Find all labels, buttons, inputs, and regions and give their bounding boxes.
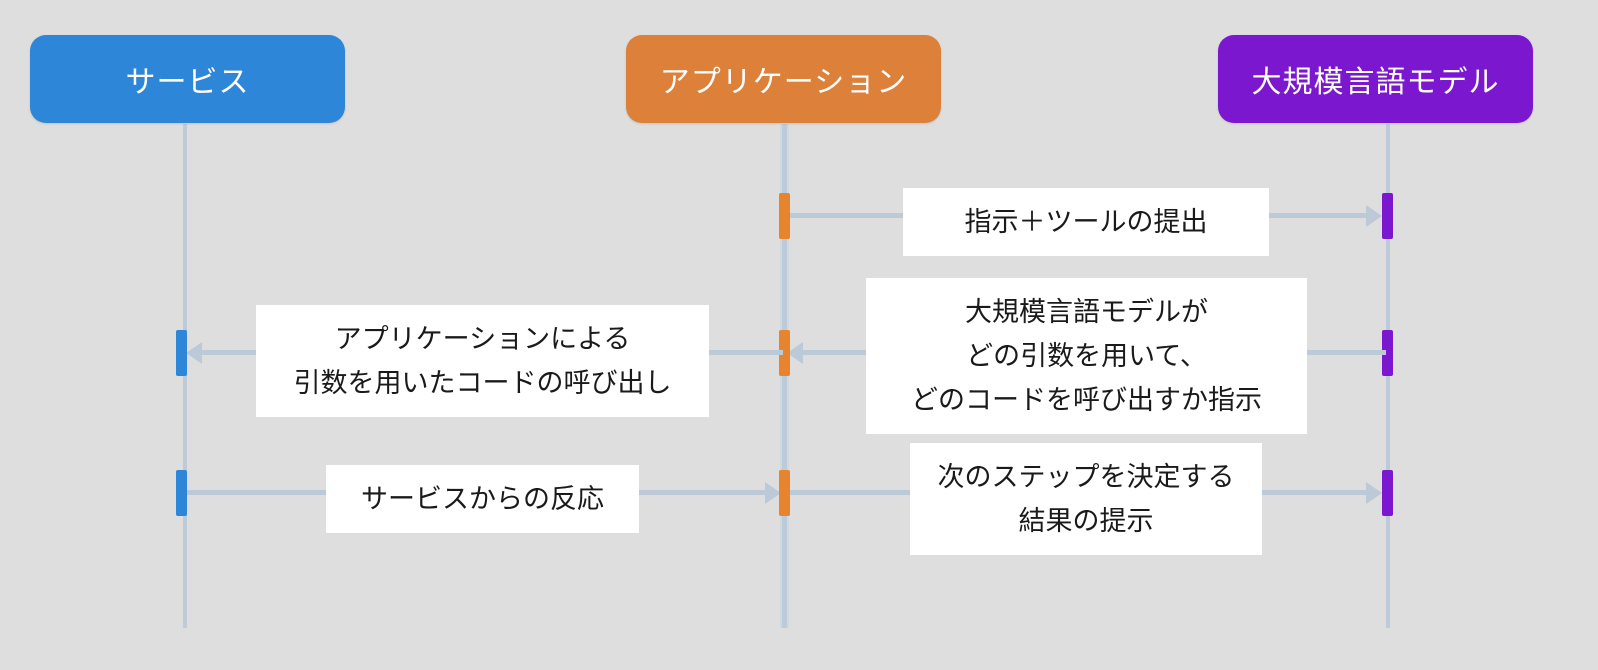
participant-application-label: アプリケーション: [659, 66, 908, 99]
activation-application-msg1: [779, 193, 790, 239]
activation-application-msg2: [779, 330, 790, 376]
activation-service-msg4: [176, 470, 187, 516]
arrow-head-msg2: [787, 342, 803, 364]
lifeline-service: [183, 124, 187, 628]
message-label-msg5: 次のステップを決定する 結果の提示: [910, 443, 1262, 555]
participant-llm[interactable]: 大規模言語モデル: [1218, 35, 1533, 123]
message-label-msg3: アプリケーションによる 引数を用いたコードの呼び出し: [256, 305, 709, 417]
participant-service-label: サービス: [125, 66, 250, 99]
arrow-head-msg1: [1366, 205, 1382, 227]
arrow-head-msg3: [186, 342, 202, 364]
activation-llm-msg2: [1382, 330, 1393, 376]
arrow-head-msg5: [1366, 482, 1382, 504]
lifeline-llm: [1386, 124, 1390, 628]
message-label-msg1: 指示＋ツールの提出: [903, 188, 1269, 256]
participant-application[interactable]: アプリケーション: [626, 35, 941, 123]
activation-llm-msg1: [1382, 193, 1393, 239]
activation-application-msg4: [779, 470, 790, 516]
activation-service-msg3: [176, 330, 187, 376]
arrow-head-msg4: [765, 482, 781, 504]
participant-llm-label: 大規模言語モデル: [1251, 66, 1500, 99]
participant-service[interactable]: サービス: [30, 35, 345, 123]
message-label-msg4: サービスからの反応: [326, 465, 639, 533]
activation-llm-msg5: [1382, 470, 1393, 516]
message-label-msg2: 大規模言語モデルが どの引数を用いて、 どのコードを呼び出すか指示: [866, 278, 1307, 434]
lifeline-application: [780, 124, 789, 628]
